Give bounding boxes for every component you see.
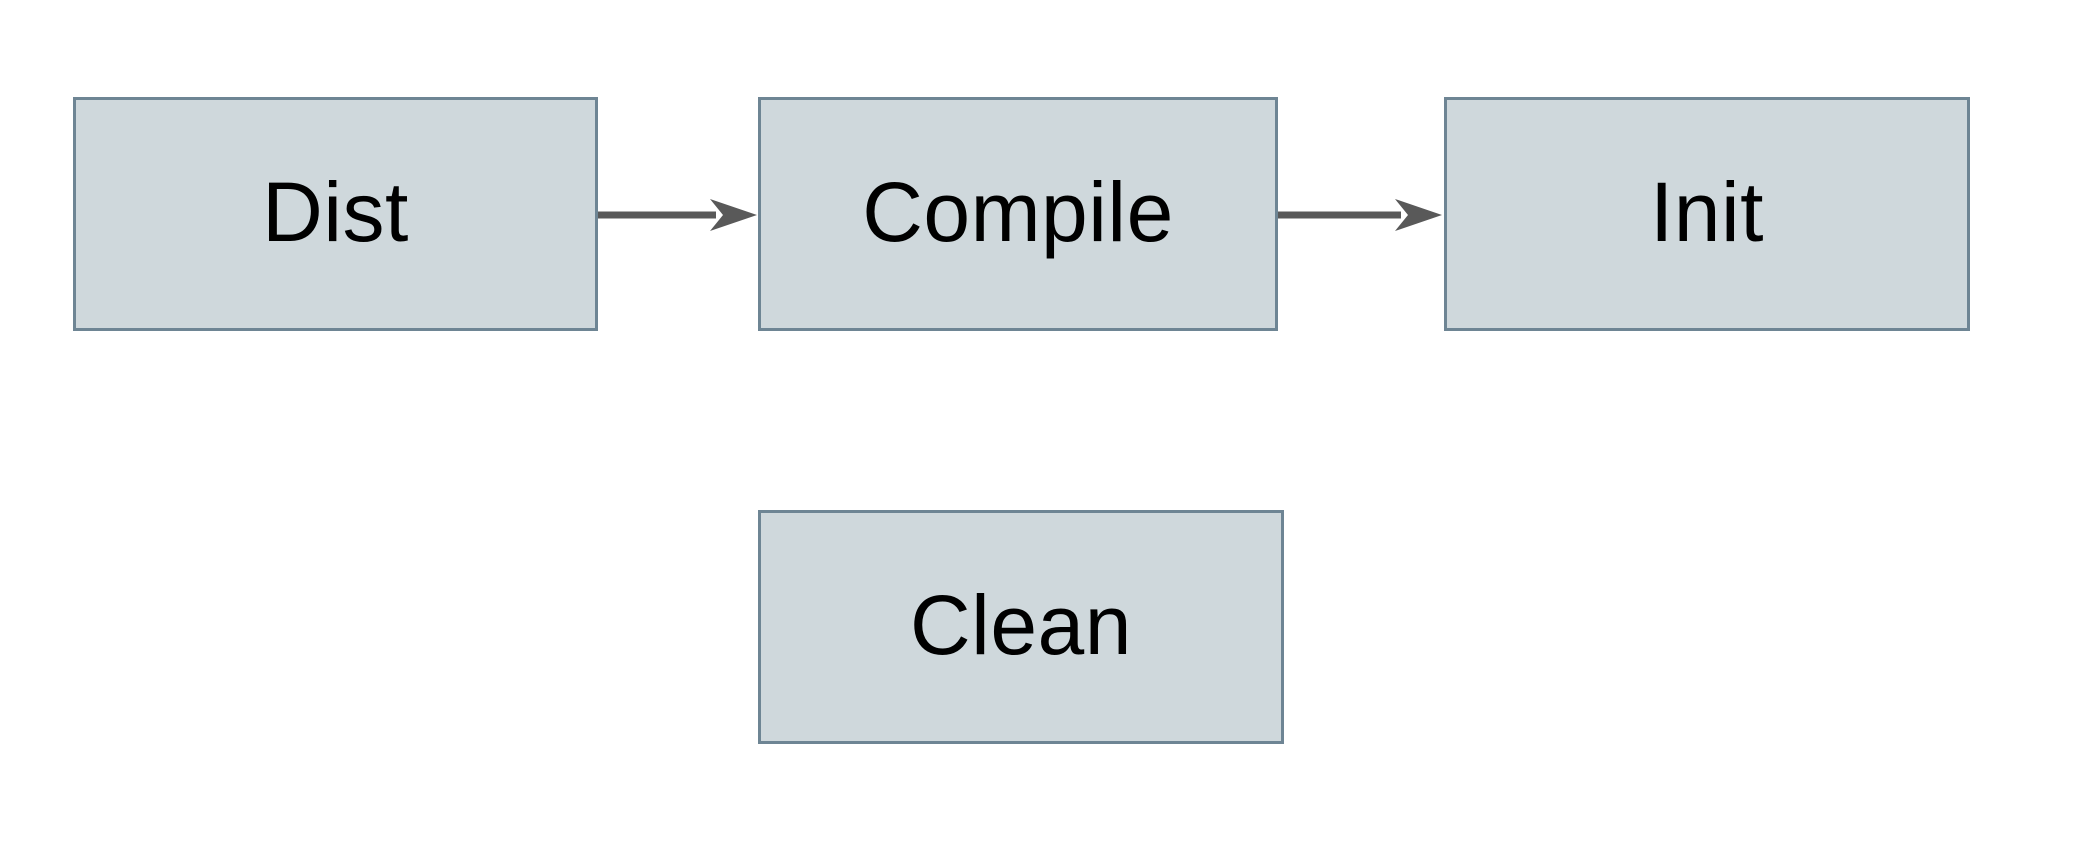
node-init: Init [1444,97,1970,331]
arrow-right-icon [598,199,757,231]
arrow-right-icon [1278,199,1442,231]
node-clean: Clean [758,510,1284,744]
edge-dist-to-compile [598,197,759,233]
edge-compile-to-init [1278,197,1444,233]
node-clean-label: Clean [910,578,1132,672]
node-dist-label: Dist [262,165,409,259]
node-dist: Dist [73,97,598,331]
node-init-label: Init [1649,165,1765,259]
node-compile: Compile [758,97,1278,331]
node-compile-label: Compile [862,165,1174,259]
